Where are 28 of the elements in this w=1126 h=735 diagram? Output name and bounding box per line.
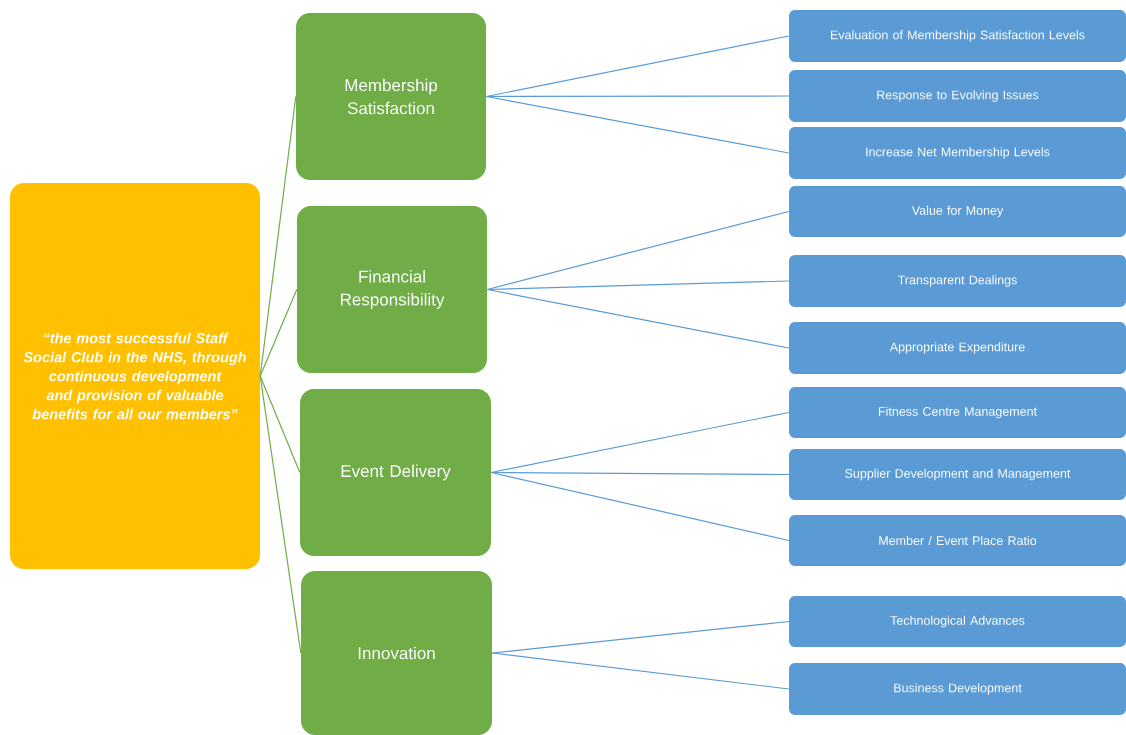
item-box: Business Development	[789, 663, 1126, 715]
goal-box: Financial Responsibility	[297, 206, 487, 373]
item-box: Technological Advances	[789, 596, 1126, 647]
connector-line	[485, 35, 790, 98]
vision-box: “the most successful Staff Social Club in the NHS, through continuous development and provision of valuable benefits for all our members”	[10, 183, 260, 569]
goal-box: Innovation	[301, 571, 492, 735]
connector-line	[259, 288, 298, 377]
connector-line	[491, 620, 790, 654]
item-box: Evaluation of Membership Satisfaction Levels	[789, 10, 1126, 62]
item-box: Member / Event Place Ratio	[789, 515, 1126, 566]
item-box: Response to Evolving Issues	[789, 70, 1126, 122]
connector-line	[485, 95, 790, 154]
item-box: Fitness Centre Management	[789, 387, 1126, 438]
connector-line	[259, 375, 301, 474]
connector-line	[491, 652, 790, 690]
connector-line	[490, 411, 790, 474]
connector-line	[486, 288, 790, 349]
item-box: Appropriate Expenditure	[789, 322, 1126, 374]
connector-line	[486, 210, 790, 291]
item-box: Increase Net Membership Levels	[789, 127, 1126, 179]
goal-box: Event Delivery	[300, 389, 491, 556]
item-box: Value for Money	[789, 186, 1126, 237]
connector-line	[259, 375, 302, 654]
connector-line	[259, 95, 297, 377]
item-box: Supplier Development and Management	[789, 449, 1126, 500]
connector-line	[490, 471, 790, 542]
item-box: Transparent Dealings	[789, 255, 1126, 307]
goal-box: Membership Satisfaction	[296, 13, 486, 180]
